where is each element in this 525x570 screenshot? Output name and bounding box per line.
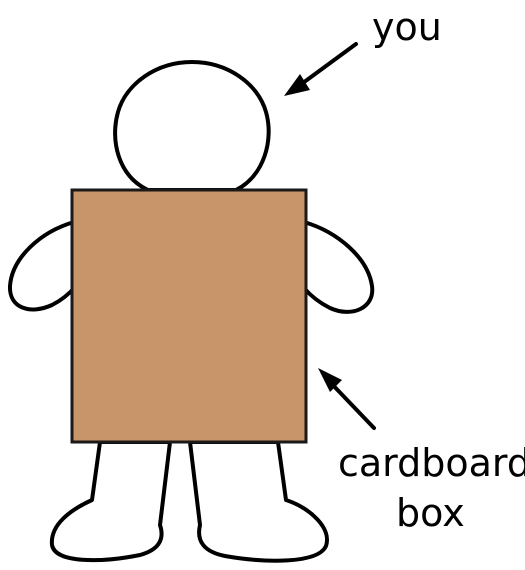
right-arm — [304, 222, 372, 312]
right-leg — [190, 442, 327, 561]
cardboard-label: cardboard — [338, 444, 525, 482]
box-label: box — [396, 494, 465, 532]
left-leg — [52, 442, 170, 560]
arrow-to-you — [284, 44, 356, 96]
you-label: you — [372, 8, 442, 46]
left-arm — [10, 222, 76, 309]
head — [115, 62, 269, 190]
cardboard-box — [72, 190, 306, 442]
arrow-to-box — [318, 368, 374, 428]
